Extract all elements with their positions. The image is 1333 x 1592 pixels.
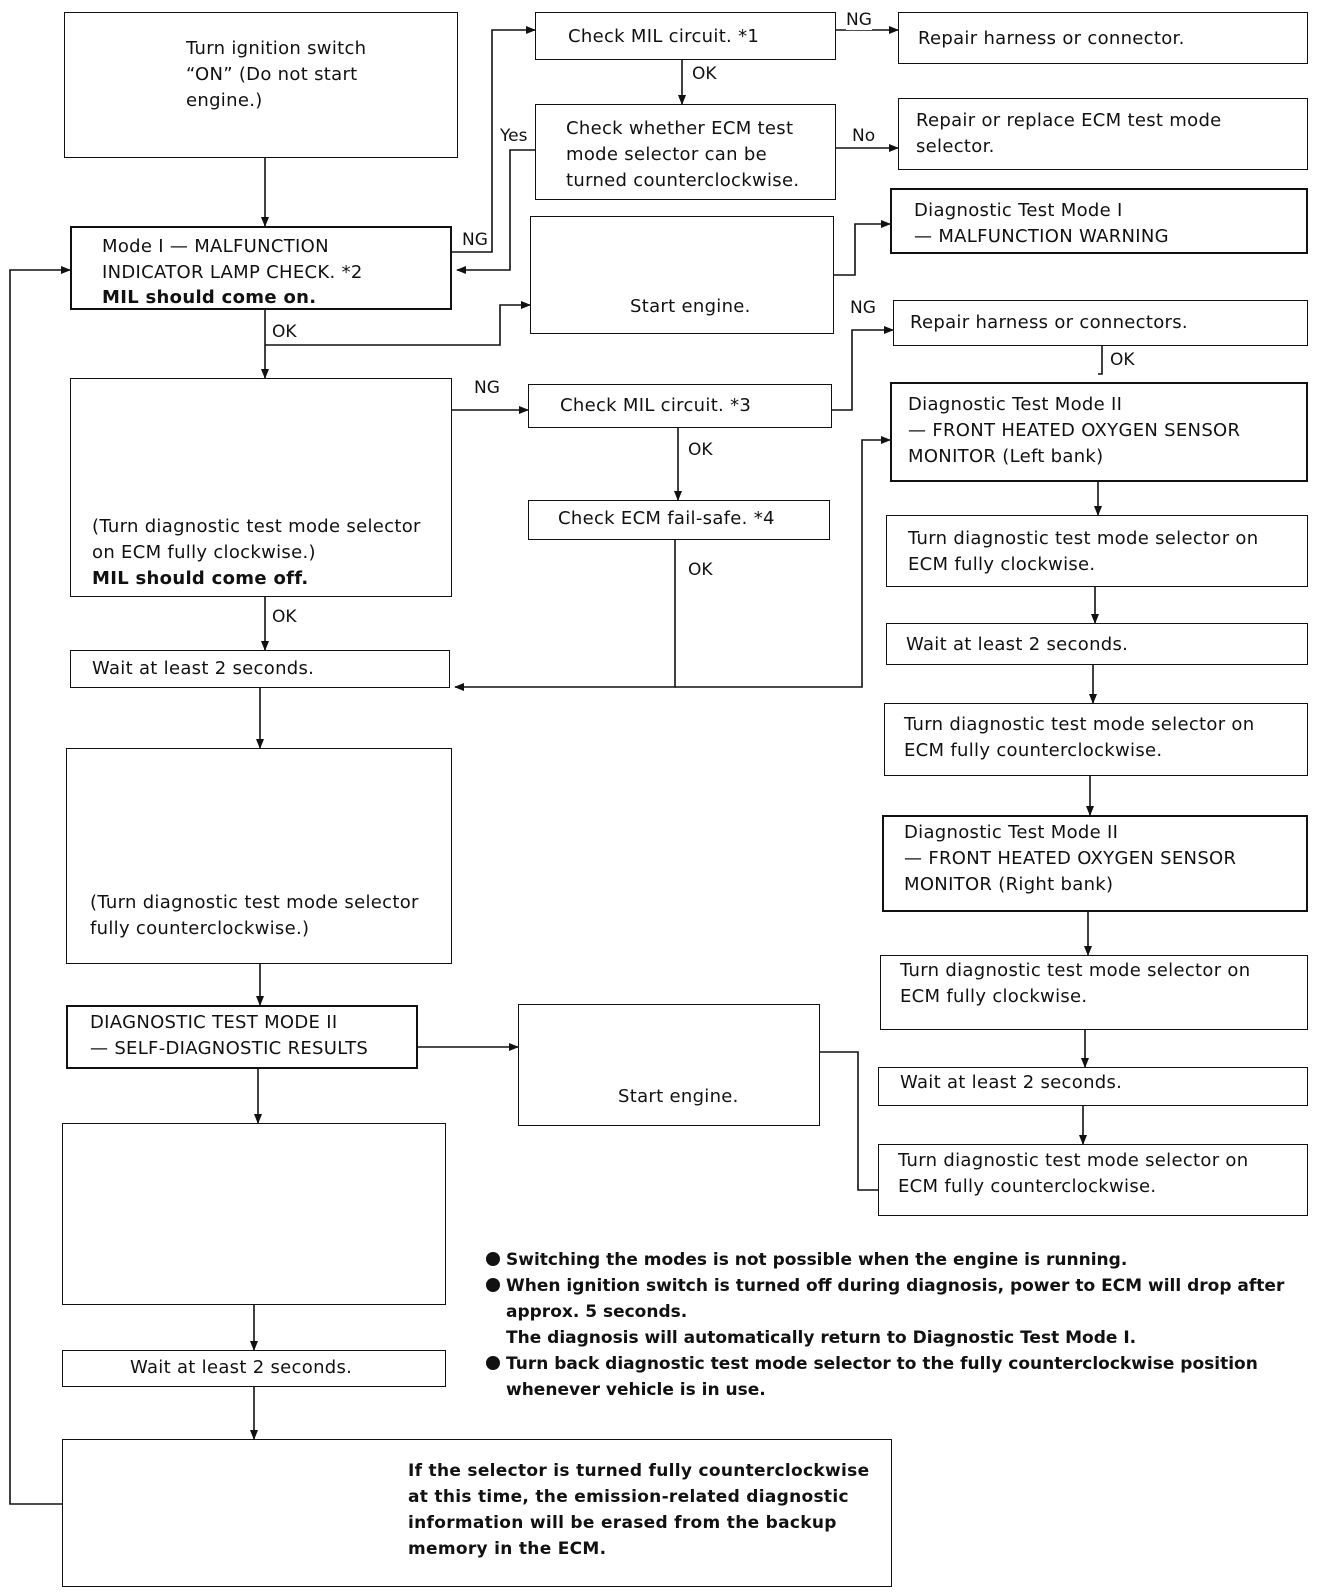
step-ecm-clockwise-bold: MIL should come off. bbox=[92, 568, 309, 589]
bullet-icon bbox=[486, 1278, 500, 1292]
label-ok-ecmcw: OK bbox=[272, 607, 297, 627]
bullet-icon bbox=[486, 1252, 500, 1266]
note-item: When ignition switch is turned off durin… bbox=[486, 1273, 1306, 1325]
step-erase-warning bbox=[62, 1439, 892, 1587]
label-ng-checkmil3: NG bbox=[850, 298, 876, 318]
step-mode1-check bbox=[70, 226, 452, 310]
step-mode2-right-bank-text: Diagnostic Test Mode II — FRONT HEATED O… bbox=[904, 822, 1237, 895]
label-ng-checkmil1: NG bbox=[846, 10, 872, 30]
step-mode2-self-diag bbox=[66, 1005, 418, 1069]
note-subtext: The diagnosis will automatically return … bbox=[506, 1328, 1137, 1348]
step-ecm-clockwise-text: (Turn diagnostic test mode selector on E… bbox=[92, 516, 421, 563]
step-ignition-on-text: Turn ignition switch “ON” (Do not start … bbox=[186, 38, 367, 111]
step-mode1-check-bold: MIL should come on. bbox=[102, 287, 317, 308]
step-start-engine-2-text: Start engine. bbox=[618, 1086, 739, 1107]
step-mode2-left-bank-text: Diagnostic Test Mode II — FRONT HEATED O… bbox=[908, 394, 1241, 467]
step-turn-ccw-2-text: Turn diagnostic test mode selector on EC… bbox=[898, 1150, 1249, 1197]
step-check-mil-1 bbox=[535, 12, 836, 60]
step-turn-cw-1-text: Turn diagnostic test mode selector on EC… bbox=[908, 528, 1259, 575]
step-turn-ccw-1-text: Turn diagnostic test mode selector on EC… bbox=[904, 714, 1255, 761]
arrow-start1-to-warning bbox=[834, 220, 891, 276]
label-ok-failsafe: OK bbox=[688, 560, 713, 580]
step-start-engine-1 bbox=[530, 216, 834, 334]
step-turn-ccw-1 bbox=[884, 703, 1308, 776]
step-check-mil-3 bbox=[528, 384, 832, 428]
step-ecm-ccw-text: (Turn diagnostic test mode selector full… bbox=[90, 892, 419, 939]
step-repair-selector-text: Repair or replace ECM test mode selector… bbox=[916, 110, 1222, 157]
arrow-checkmil3-ng bbox=[832, 326, 894, 411]
step-mode2-right-bank bbox=[882, 815, 1308, 912]
arrow-failsafe-to-wait bbox=[454, 540, 676, 691]
step-repair-selector bbox=[898, 98, 1308, 170]
step-mode2-self-diag-text: DIAGNOSTIC TEST MODE II — SELF-DIAGNOSTI… bbox=[90, 1012, 369, 1059]
step-ignition-on bbox=[64, 12, 458, 158]
step-repair-harness-1 bbox=[898, 12, 1308, 64]
step-wait-right-1-text: Wait at least 2 seconds. bbox=[906, 634, 1129, 655]
step-wait-right-1 bbox=[886, 623, 1308, 665]
step-wait-left-2-text: Wait at least 2 seconds. bbox=[130, 1357, 353, 1378]
step-repair-harness-2-text: Repair harness or connectors. bbox=[910, 312, 1188, 333]
step-mode1-check-text: Mode I — MALFUNCTION INDICATOR LAMP CHEC… bbox=[102, 236, 363, 283]
step-turn-cw-2-text: Turn diagnostic test mode selector on EC… bbox=[900, 960, 1251, 1007]
step-mode1-warning-text: Diagnostic Test Mode I — MALFUNCTION WAR… bbox=[914, 200, 1169, 247]
arrow-start2-to-right bbox=[820, 1051, 878, 1191]
label-ok-mode1: OK bbox=[272, 322, 297, 342]
step-check-mil-3-text: Check MIL circuit. *3 bbox=[560, 395, 752, 416]
step-start-engine-2 bbox=[518, 1004, 820, 1126]
step-check-failsafe-text: Check ECM fail-safe. *4 bbox=[558, 508, 775, 529]
arrow-repair2-to-wait bbox=[675, 436, 891, 688]
step-check-mil-1-text: Check MIL circuit. *1 bbox=[568, 26, 760, 47]
arrow-mode1-ok-to-start bbox=[265, 301, 531, 346]
step-turn-cw-2 bbox=[880, 955, 1308, 1030]
step-erase-warning-text: If the selector is turned fully counterc… bbox=[408, 1461, 870, 1559]
step-check-selector-text: Check whether ECM test mode selector can… bbox=[566, 118, 800, 191]
step-wait-right-2 bbox=[878, 1067, 1308, 1106]
note-item: Turn back diagnostic test mode selector … bbox=[486, 1351, 1306, 1403]
step-check-selector bbox=[535, 104, 836, 200]
step-ecm-ccw bbox=[66, 748, 452, 964]
step-ecm-clockwise bbox=[70, 378, 452, 597]
note-item: Switching the modes is not possible when… bbox=[486, 1247, 1306, 1273]
label-no: No bbox=[852, 126, 876, 146]
arrow-ng-to-checkmil1 bbox=[450, 26, 536, 253]
label-ok-checkmil3: OK bbox=[688, 440, 713, 460]
step-wait-left-2 bbox=[62, 1350, 446, 1387]
step-repair-harness-1-text: Repair harness or connector. bbox=[918, 28, 1185, 49]
label-ng-mode1: NG bbox=[462, 230, 488, 250]
step-start-engine-1-text: Start engine. bbox=[630, 296, 751, 317]
step-mode2-left-bank bbox=[890, 382, 1308, 482]
label-ng-ecmcw: NG bbox=[474, 378, 500, 398]
arrow-yes-to-mode1 bbox=[456, 149, 535, 274]
step-turn-ccw-2 bbox=[878, 1144, 1308, 1216]
step-check-failsafe bbox=[528, 500, 830, 540]
step-wait-left bbox=[70, 650, 450, 688]
step-wait-left-text: Wait at least 2 seconds. bbox=[92, 658, 315, 679]
label-ok-repair2: OK bbox=[1110, 350, 1135, 370]
notes-list: Switching the modes is not possible when… bbox=[486, 1247, 1306, 1403]
arrow-repair2-ok bbox=[1098, 346, 1103, 375]
step-mode1-warning bbox=[890, 188, 1308, 254]
step-repair-harness-2 bbox=[893, 300, 1308, 346]
step-turn-cw-1 bbox=[886, 515, 1308, 587]
step-wait-right-2-text: Wait at least 2 seconds. bbox=[900, 1072, 1123, 1093]
label-yes: Yes bbox=[500, 126, 528, 146]
step-ecm-turn-3 bbox=[62, 1123, 446, 1305]
bullet-icon bbox=[486, 1356, 500, 1370]
label-ok-checkmil1: OK bbox=[692, 64, 717, 84]
loop-back-line bbox=[9, 266, 71, 1505]
